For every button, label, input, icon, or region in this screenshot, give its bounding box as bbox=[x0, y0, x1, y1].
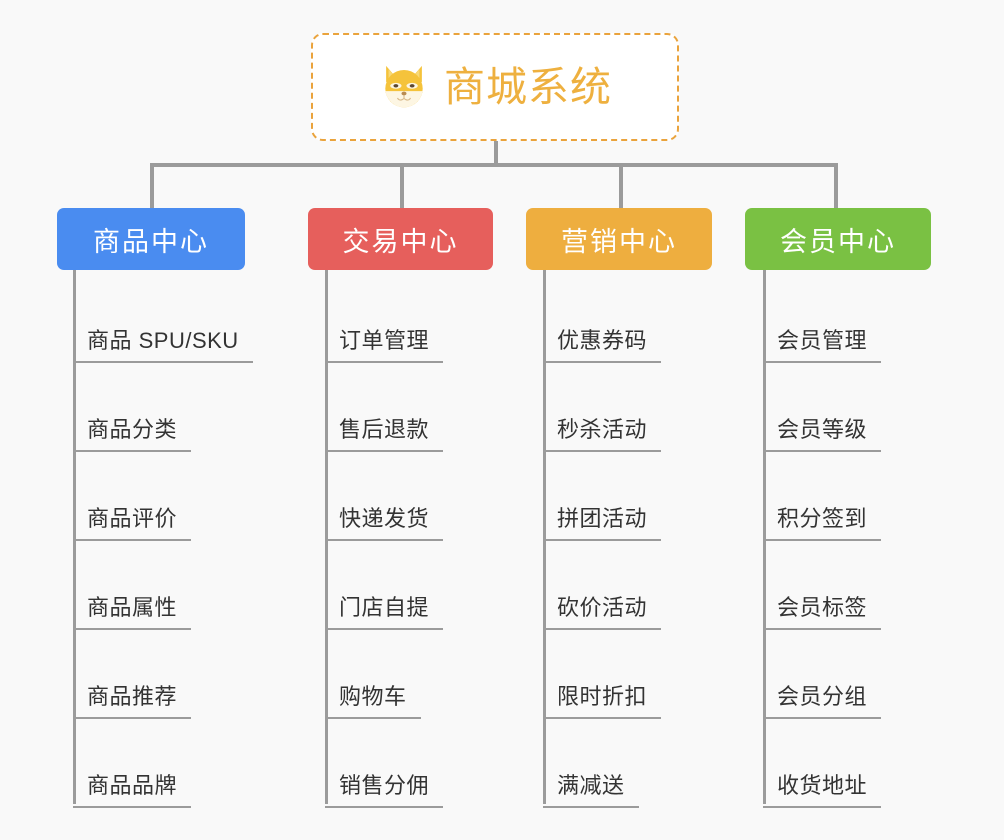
category-column-product-center: 商品中心 商品 SPU/SKU 商品分类 商品评价 商品属性 商品推荐 商品品牌 bbox=[57, 208, 253, 808]
leaf-item-label: 会员管理 bbox=[777, 328, 868, 353]
leaf-item[interactable]: 会员等级 bbox=[745, 363, 931, 452]
leaf-item[interactable]: 售后退款 bbox=[308, 363, 493, 452]
connector-drop-marketing-center bbox=[619, 166, 623, 208]
leaf-item[interactable]: 门店自提 bbox=[308, 541, 493, 630]
leaf-item[interactable]: 会员分组 bbox=[745, 630, 931, 719]
connector-drop-product-center bbox=[150, 166, 154, 208]
leaf-item[interactable]: 商品分类 bbox=[57, 363, 245, 452]
leaf-item-label: 砍价活动 bbox=[557, 595, 648, 620]
leaf-item-label: 优惠券码 bbox=[557, 328, 648, 353]
leaf-item-label: 限时折扣 bbox=[557, 684, 648, 709]
leaf-item[interactable]: 商品品牌 bbox=[57, 719, 245, 808]
leaf-list-marketing-center: 优惠券码 秒杀活动 拼团活动 砍价活动 限时折扣 满减送 bbox=[526, 270, 712, 808]
root-node-mall-system[interactable]: 商城系统 bbox=[311, 33, 679, 141]
leaf-item-label: 销售分佣 bbox=[339, 773, 430, 798]
leaf-item[interactable]: 拼团活动 bbox=[526, 452, 712, 541]
leaf-item-label: 购物车 bbox=[339, 684, 407, 709]
leaf-item[interactable]: 快递发货 bbox=[308, 452, 493, 541]
shiba-dog-face-icon bbox=[385, 65, 423, 108]
leaf-item-label: 收货地址 bbox=[777, 773, 868, 798]
leaf-item[interactable]: 积分签到 bbox=[745, 452, 931, 541]
leaf-item[interactable]: 会员管理 bbox=[745, 274, 931, 363]
connector-drop-trade-center bbox=[400, 166, 404, 208]
category-header-product-center[interactable]: 商品中心 bbox=[57, 208, 245, 270]
leaf-item-label: 门店自提 bbox=[339, 595, 430, 620]
leaf-item[interactable]: 销售分佣 bbox=[308, 719, 493, 808]
leaf-item-label: 会员标签 bbox=[777, 595, 868, 620]
category-column-trade-center: 交易中心 订单管理 售后退款 快递发货 门店自提 购物车 销售分佣 bbox=[308, 208, 493, 808]
leaf-spine bbox=[325, 270, 328, 804]
leaf-item[interactable]: 砍价活动 bbox=[526, 541, 712, 630]
leaf-item[interactable]: 购物车 bbox=[308, 630, 493, 719]
leaf-item[interactable]: 收货地址 bbox=[745, 719, 931, 808]
leaf-item-label: 会员等级 bbox=[777, 417, 868, 442]
leaf-item-label: 积分签到 bbox=[777, 506, 868, 531]
leaf-item-label: 秒杀活动 bbox=[557, 417, 648, 442]
leaf-item-label: 商品品牌 bbox=[87, 773, 178, 798]
leaf-spine bbox=[543, 270, 546, 804]
leaf-list-product-center: 商品 SPU/SKU 商品分类 商品评价 商品属性 商品推荐 商品品牌 bbox=[57, 270, 253, 808]
leaf-item[interactable]: 商品评价 bbox=[57, 452, 245, 541]
leaf-item-label: 快递发货 bbox=[339, 506, 430, 531]
leaf-item[interactable]: 订单管理 bbox=[308, 274, 493, 363]
leaf-item-label: 满减送 bbox=[557, 773, 625, 798]
leaf-item[interactable]: 满减送 bbox=[526, 719, 712, 808]
category-header-marketing-center[interactable]: 营销中心 bbox=[526, 208, 712, 270]
leaf-item-label: 商品评价 bbox=[87, 506, 178, 531]
leaf-item-label: 商品属性 bbox=[87, 595, 178, 620]
category-header-label: 会员中心 bbox=[780, 226, 896, 257]
leaf-item-label: 会员分组 bbox=[777, 684, 868, 709]
leaf-item[interactable]: 商品推荐 bbox=[57, 630, 245, 719]
leaf-list-trade-center: 订单管理 售后退款 快递发货 门店自提 购物车 销售分佣 bbox=[308, 270, 493, 808]
leaf-item-label: 订单管理 bbox=[339, 328, 430, 353]
leaf-item-label: 商品 SPU/SKU bbox=[87, 328, 239, 353]
category-header-trade-center[interactable]: 交易中心 bbox=[308, 208, 493, 270]
leaf-list-member-center: 会员管理 会员等级 积分签到 会员标签 会员分组 收货地址 bbox=[745, 270, 931, 808]
leaf-item-label: 商品分类 bbox=[87, 417, 178, 442]
leaf-item-label: 拼团活动 bbox=[557, 506, 648, 531]
connector-drop-member-center bbox=[834, 166, 838, 208]
category-header-label: 商品中心 bbox=[93, 226, 209, 257]
leaf-item[interactable]: 商品 SPU/SKU bbox=[57, 274, 253, 363]
category-column-member-center: 会员中心 会员管理 会员等级 积分签到 会员标签 会员分组 收货地址 bbox=[745, 208, 931, 808]
leaf-item[interactable]: 优惠券码 bbox=[526, 274, 712, 363]
connector-horizontal-bus bbox=[150, 163, 838, 167]
category-column-marketing-center: 营销中心 优惠券码 秒杀活动 拼团活动 砍价活动 限时折扣 满减送 bbox=[526, 208, 712, 808]
leaf-spine bbox=[73, 270, 76, 804]
category-header-label: 营销中心 bbox=[561, 226, 677, 257]
connector-root-stem bbox=[494, 141, 498, 166]
root-node-title: 商城系统 bbox=[444, 63, 612, 110]
leaf-item-label: 商品推荐 bbox=[87, 684, 178, 709]
leaf-item[interactable]: 会员标签 bbox=[745, 541, 931, 630]
leaf-item[interactable]: 限时折扣 bbox=[526, 630, 712, 719]
leaf-item[interactable]: 秒杀活动 bbox=[526, 363, 712, 452]
category-header-label: 交易中心 bbox=[342, 226, 459, 257]
leaf-item[interactable]: 商品属性 bbox=[57, 541, 245, 630]
leaf-item-label: 售后退款 bbox=[339, 417, 430, 442]
leaf-spine bbox=[763, 270, 766, 804]
category-header-member-center[interactable]: 会员中心 bbox=[745, 208, 931, 270]
